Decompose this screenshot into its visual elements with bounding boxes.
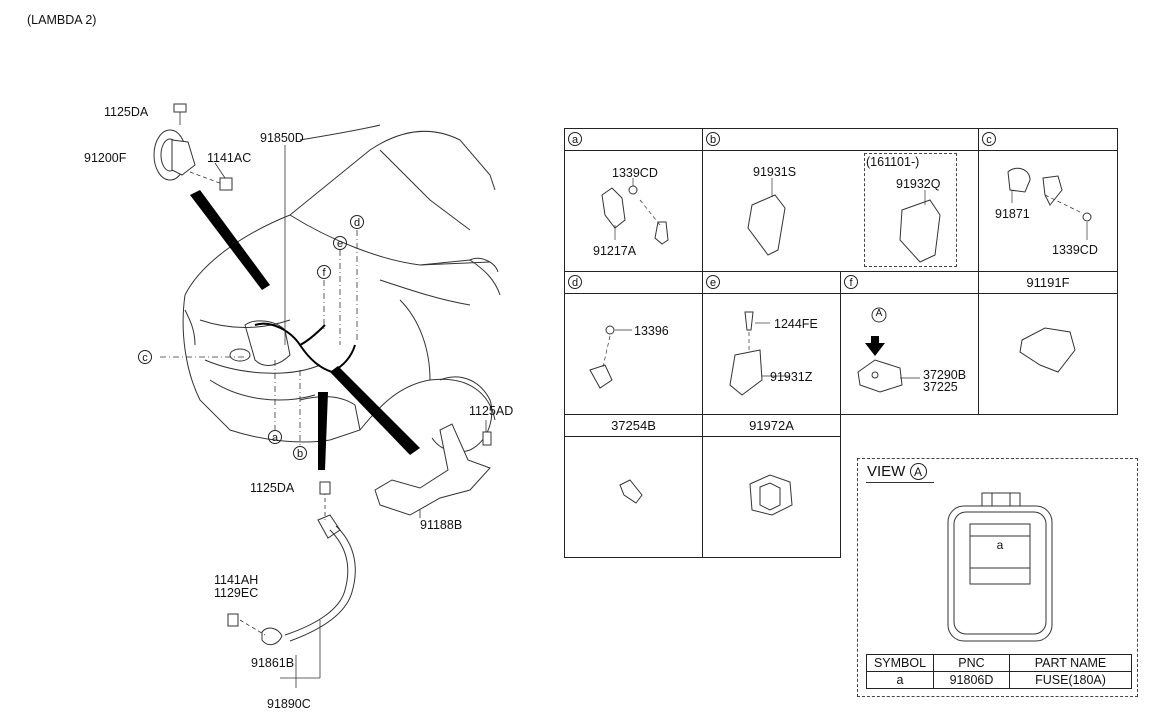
label-d-13396: 13396: [634, 324, 669, 338]
part-label-1125DA-bottom: 1125DA: [250, 481, 295, 495]
col-part-name: PART NAME: [1009, 654, 1132, 672]
grid-letter-b: b: [706, 132, 720, 146]
symbol-table-header: SYMBOL PNC PART NAME: [866, 654, 1132, 672]
callout-c: c: [138, 350, 152, 364]
dashed-subbox: [864, 153, 957, 267]
grid-cell-91972A: [702, 436, 841, 558]
part-label-91850D: 91850D: [260, 131, 304, 145]
symbol-table: SYMBOL PNC PART NAME a 91806D FUSE(180A): [866, 654, 1132, 689]
part-label-91861B: 91861B: [251, 656, 295, 670]
grid-letter-a: a: [568, 132, 582, 146]
label-b-note: (161101-): [866, 155, 920, 169]
table-row: a 91806D FUSE(180A): [866, 671, 1132, 689]
callout-a: a: [268, 430, 282, 444]
fuse-symbol: a: [996, 538, 1004, 552]
part-label-1125AD: 1125AD: [469, 404, 514, 418]
label-a-91217A: 91217A: [593, 244, 637, 258]
callout-b: b: [293, 446, 307, 460]
label-b-91931S: 91931S: [753, 165, 797, 179]
cell-part-name: FUSE(180A): [1009, 671, 1132, 689]
label-f-37225: 37225: [923, 380, 958, 394]
label-b-91932Q: 91932Q: [896, 177, 941, 191]
grid-letter-c: c: [982, 132, 996, 146]
view-title-underline: [866, 482, 934, 483]
callout-f: f: [317, 265, 331, 279]
part-label-91200F: 91200F: [84, 151, 127, 165]
part-label-1125DA-top: 1125DA: [104, 105, 149, 119]
grid-letter-e: e: [706, 275, 720, 289]
label-a-1339CD: 1339CD: [612, 166, 658, 180]
part-label-91188B: 91188B: [420, 518, 463, 532]
col-symbol: SYMBOL: [866, 654, 934, 672]
grid-letter-d: d: [568, 275, 582, 289]
label-e-1244FE: 1244FE: [774, 317, 818, 331]
grid-letter-f: f: [844, 275, 858, 289]
view-a-box: [857, 458, 1138, 697]
grid-cell-91191F: [978, 293, 1118, 415]
fuse-box-illustration: [947, 492, 1053, 642]
cell-pnc: 91806D: [933, 671, 1010, 689]
label-c-91871: 91871: [995, 207, 1030, 221]
part-label-91890C: 91890C: [267, 697, 311, 711]
part-label-1141AC: 1141AC: [207, 151, 252, 165]
callout-d: d: [350, 215, 364, 229]
view-title-text: VIEW: [867, 463, 906, 480]
label-e-91931Z: 91931Z: [770, 370, 813, 384]
label-f-view-letter: A: [875, 308, 883, 319]
callout-e: e: [333, 236, 347, 250]
col-pnc: PNC: [933, 654, 1010, 672]
label-f-37290B: 37290B: [923, 368, 967, 382]
view-title: VIEW A: [867, 463, 927, 480]
view-letter-circle: A: [909, 463, 927, 480]
part-label-1129EC: 1129EC: [214, 586, 259, 600]
label-c-1339CD: 1339CD: [1052, 243, 1098, 257]
cell-symbol: a: [866, 671, 934, 689]
page-label: (LAMBDA 2): [27, 13, 97, 27]
engine-bay-diagram: [153, 103, 501, 688]
part-label-1141AH: 1141AH: [214, 573, 259, 587]
